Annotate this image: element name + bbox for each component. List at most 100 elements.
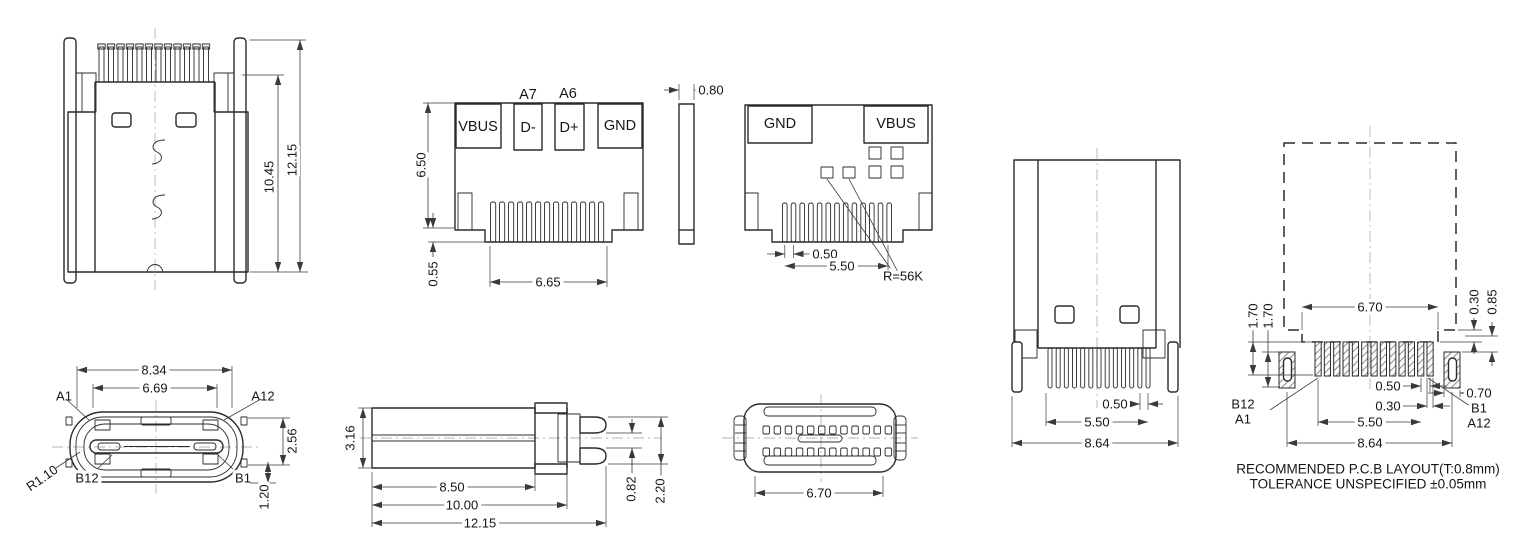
- pin-a6-label: A6: [559, 86, 577, 102]
- side-springs: [733, 415, 907, 461]
- label-a12: A12: [251, 389, 274, 404]
- dim-span: 5.50: [829, 259, 854, 274]
- clip-assembly: [534, 402, 607, 475]
- body-outline: [371, 407, 536, 469]
- dim-slot-width: 6.70: [1357, 300, 1382, 315]
- pad-vbus-label: VBUS: [876, 116, 916, 132]
- dim-right-top: 0.30: [1467, 289, 1482, 314]
- pin-comb: [97, 43, 211, 83]
- center-slot: [797, 434, 843, 443]
- solder-pads: VBUS D- D+ GND A7 A6: [455, 86, 643, 151]
- break-cuts: [146, 139, 166, 273]
- view-bottom-face: 6.70: [722, 394, 918, 504]
- shell-outline: [69, 411, 244, 483]
- dimensions: 6.70: [754, 476, 884, 504]
- resistor-pads: R=56K: [820, 166, 927, 287]
- contact-row-bottom: [762, 447, 893, 457]
- dim-total-width: 8.64: [1357, 436, 1382, 451]
- pad-dminus-label: D-: [520, 120, 535, 136]
- dim-left-inner: 1.70: [1261, 303, 1276, 328]
- dim-height: 2.56: [285, 428, 300, 453]
- body-outline: [1013, 159, 1181, 348]
- bar-outline: [678, 103, 695, 245]
- dim-tail: 0.55: [426, 261, 441, 286]
- dim-right-bottom: 0.85: [1485, 289, 1500, 314]
- contact-row-top: [762, 425, 893, 435]
- pad-gnd-label: GND: [764, 116, 796, 132]
- dim-pitch: 0.50: [1375, 379, 1400, 394]
- dimensions: 3.16 8.50 10.00 12.15 0.82 2.20: [339, 407, 671, 534]
- dim-width: 6.70: [806, 486, 831, 501]
- dim-outer-width: 8.34: [141, 363, 166, 378]
- pin-a7-label: A7: [519, 87, 537, 103]
- dimensions: 8.34 6.69 A1 A12 R1.10 B12 B1 2.56 1.20: [20, 359, 303, 513]
- mount-foot: [1167, 341, 1179, 393]
- dim-len-total: 12.15: [464, 516, 497, 531]
- body-outline: [67, 111, 249, 273]
- pad-dplus-label: D+: [560, 120, 579, 136]
- view-thickness: 0.80: [664, 79, 727, 245]
- dimensions: 0.80: [664, 79, 727, 101]
- tongue: [89, 439, 224, 454]
- dim-height: 3.16: [343, 425, 358, 450]
- dim-fork-height: 2.20: [653, 478, 668, 503]
- side-latches: [75, 72, 235, 113]
- dim-pad-outer-width: 0.70: [1466, 386, 1491, 401]
- resistor-note: R=56K: [883, 269, 923, 284]
- mount-foot: [1011, 341, 1023, 393]
- label-b1: B1: [235, 471, 251, 486]
- dimensions: 0.50 5.50: [767, 243, 889, 277]
- dim-width: 8.64: [1084, 436, 1109, 451]
- view-pcb-layout: 6.70 1.70 1.70 0.30 0.85 0.: [1228, 126, 1503, 492]
- shell-side-tabs: [63, 37, 247, 284]
- dim-thickness: 0.80: [698, 83, 723, 98]
- view-side: 3.16 8.50 10.00 12.15 0.82 2.20: [339, 402, 671, 534]
- board-outline: [1283, 142, 1457, 343]
- dim-radius: R1.10: [23, 462, 60, 494]
- dimensions: 6.70 1.70 1.70 0.30 0.85 0.: [1228, 286, 1503, 454]
- dim-height: 6.50: [414, 152, 429, 177]
- dim-offset: 1.20: [257, 484, 272, 509]
- pin-row: [1047, 347, 1151, 389]
- label-a1: A1: [1235, 412, 1251, 427]
- dim-total-height: 12.15: [285, 144, 300, 177]
- shield-pad-left: [1278, 351, 1296, 389]
- latch-windows: [111, 112, 197, 128]
- dim-pitch: 0.50: [1102, 397, 1127, 412]
- pcb-note-line2: TOLERANCE UNSPECIFIED ±0.05mm: [1250, 477, 1487, 492]
- pad-vbus-label: VBUS: [458, 119, 498, 135]
- view-back-pads: GND VBUS R=56K 0.50 5.50: [744, 104, 933, 287]
- dim-inner-height: 10.45: [262, 161, 277, 194]
- dim-span: 5.50: [1357, 415, 1382, 430]
- latch-windows: [1054, 305, 1140, 324]
- pcb-note-line1: RECOMMENDED P.C.B LAYOUT(T:0.8mm): [1236, 462, 1500, 477]
- label-a1: A1: [56, 389, 72, 404]
- dimensions: 10.45 12.15: [242, 39, 308, 273]
- pad-row: [1314, 341, 1434, 377]
- label-b1: B1: [1471, 401, 1487, 416]
- shell-outline: [743, 403, 897, 473]
- dim-pitch: 0.50: [812, 247, 837, 262]
- shield-pad-right: [1443, 351, 1461, 389]
- dim-width: 6.65: [535, 275, 560, 290]
- dim-inner-width: 6.69: [142, 381, 167, 396]
- solder-comb: [490, 201, 605, 243]
- view-front-elevation: 10.45 12.15: [63, 28, 308, 290]
- label-a12: A12: [1467, 416, 1490, 431]
- dim-pad-width: 0.30: [1375, 399, 1400, 414]
- dim-span: 5.50: [1084, 415, 1109, 430]
- dim-len-mid: 10.00: [446, 498, 479, 513]
- pad-gnd-label: GND: [604, 118, 636, 134]
- dim-len-body: 8.50: [439, 480, 464, 495]
- dimensions: 6.50 0.55 6.65: [410, 102, 608, 293]
- view-face: 8.34 6.69 A1 A12 R1.10 B12 B1 2.56 1.20: [20, 359, 303, 513]
- solder-comb: [782, 202, 892, 243]
- shell-nubs: [65, 416, 248, 468]
- dimensions: 0.50 5.50 8.64: [1011, 393, 1179, 454]
- label-b12: B12: [1231, 397, 1254, 412]
- dim-left-outer: 1.70: [1246, 303, 1261, 328]
- label-b12: B12: [75, 471, 98, 486]
- cavity-details: [94, 416, 219, 478]
